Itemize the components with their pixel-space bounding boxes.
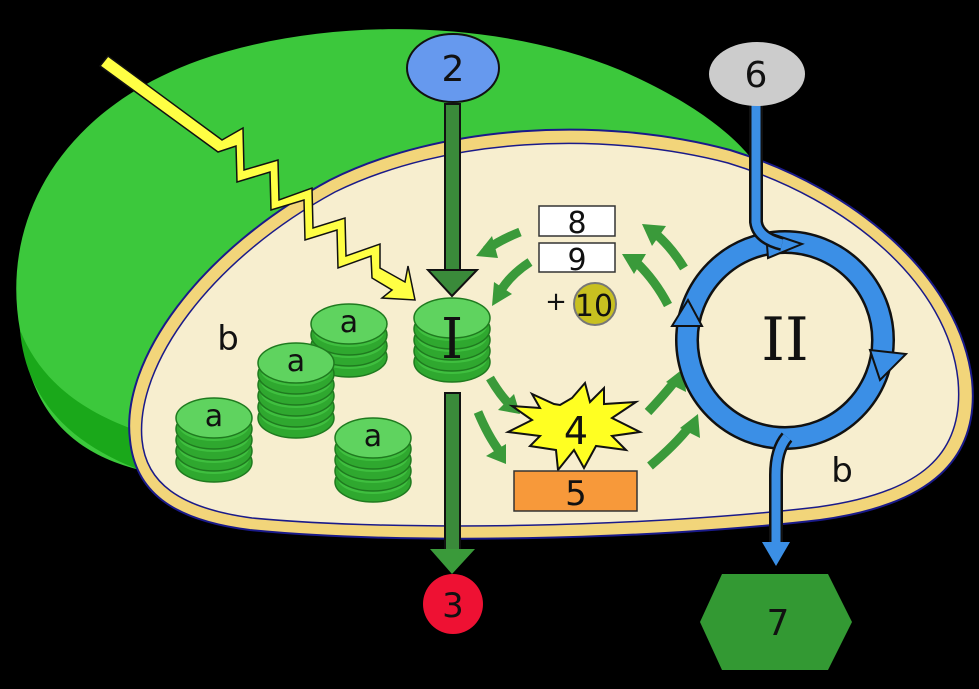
thylakoid-disc xyxy=(257,342,335,384)
granum-stack: a xyxy=(334,417,412,503)
co2-arrow xyxy=(751,105,784,249)
water-arrow-head xyxy=(425,269,480,298)
thylakoid-disc xyxy=(413,297,491,339)
cycle-arrow-head xyxy=(492,282,512,306)
atp-burst-icon xyxy=(504,380,644,473)
thylakoid-disc xyxy=(175,397,253,439)
granum-label: a xyxy=(205,399,223,434)
oxygen-label: 3 xyxy=(442,586,464,626)
light-reaction-thylakoid-stack xyxy=(413,297,491,383)
sugar-arrow xyxy=(771,434,791,545)
cycle-arrow-head xyxy=(642,224,666,246)
oxygen-arrow-shaft xyxy=(444,392,461,552)
nadph-label: 5 xyxy=(565,474,587,514)
oxygen-arrow-head xyxy=(430,549,475,574)
sugar-node xyxy=(700,574,852,670)
stroma-label-right: b xyxy=(831,451,853,491)
water-label: 2 xyxy=(442,49,465,90)
phosphate-circle xyxy=(573,282,617,326)
adp-box xyxy=(538,205,616,237)
outer-membrane-shadow xyxy=(20,330,140,470)
light-reactions-label: I xyxy=(441,307,463,372)
nadp-box xyxy=(538,242,616,273)
plus-sign: + xyxy=(545,287,567,317)
water-arrow-shaft xyxy=(444,103,461,273)
thylakoid-disc xyxy=(334,417,412,459)
co2-label: 6 xyxy=(745,55,768,96)
cycle-arrow-head xyxy=(498,394,520,414)
cycle-arrow-head xyxy=(476,236,498,258)
oxygen-node xyxy=(423,574,483,634)
cycle-arrow-head xyxy=(486,444,506,464)
atp-label: 4 xyxy=(564,409,588,453)
co2-node xyxy=(709,42,805,106)
phosphate-label: 10 xyxy=(575,289,613,324)
adp-label: 8 xyxy=(567,206,586,241)
nadph-box xyxy=(513,470,638,512)
light-arrow-icon xyxy=(98,54,416,301)
nadp-label: 9 xyxy=(567,243,586,278)
granum-stack: a xyxy=(175,397,253,483)
granum-stack: a xyxy=(257,342,335,439)
cycle-arrow-head xyxy=(622,254,646,274)
calvin-cycle-label: II xyxy=(761,305,808,375)
cycle-arrow-head xyxy=(680,414,700,438)
sugar-arrow-head xyxy=(762,542,790,566)
stroma-label-left: b xyxy=(217,319,239,359)
sugar-label: 7 xyxy=(767,603,790,644)
granum-label: a xyxy=(287,344,305,379)
calvin-arrow-right xyxy=(868,348,909,382)
granum-label: a xyxy=(340,305,358,340)
thylakoid-disc xyxy=(310,303,388,345)
calvin-arrow-left xyxy=(670,297,704,327)
granum-label: a xyxy=(364,419,382,454)
cycle-arrows xyxy=(473,224,700,470)
water-node xyxy=(406,33,500,103)
